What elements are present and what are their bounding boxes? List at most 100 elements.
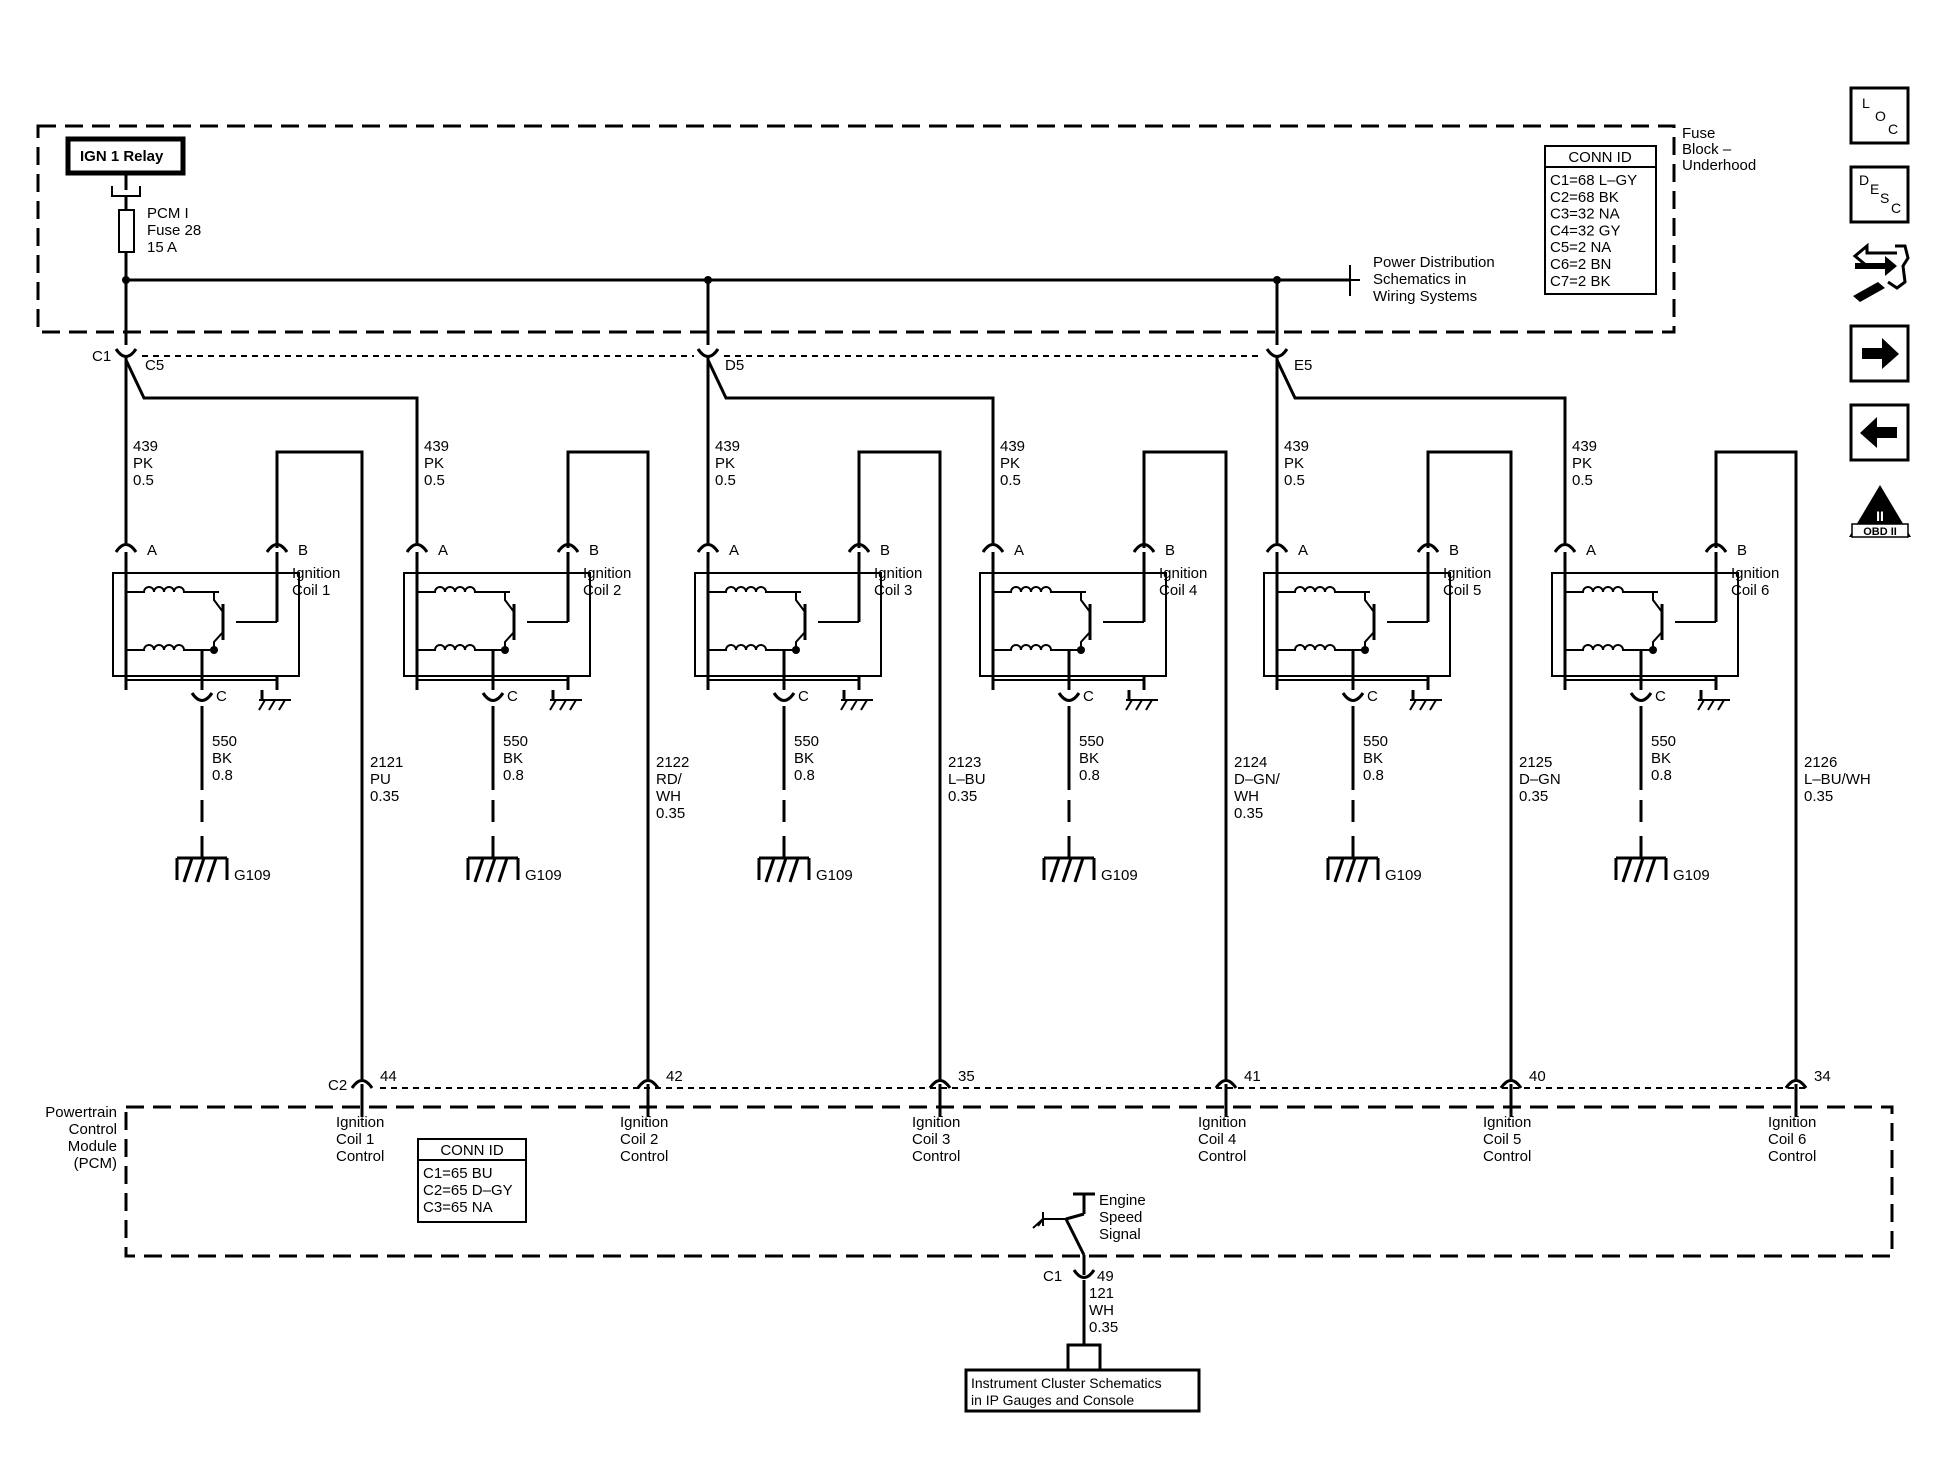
fuse-conn-id-row-7: C7=2 BK — [1550, 273, 1610, 290]
coil-4-feed-wire-label-2: PK — [1000, 455, 1020, 472]
coil-2-feed-wire-label-3: 0.5 — [424, 472, 445, 489]
fuse-label-line-3: 15 A — [147, 239, 177, 256]
coil-4-pin-b: B — [1165, 542, 1175, 559]
coil-6-ground-label: G109 — [1673, 867, 1710, 884]
engine-speed-line-3: Signal — [1099, 1226, 1141, 1243]
power-dist-line-1: Power Distribution — [1373, 254, 1495, 271]
coil-1-feed-wire-label-3: 0.5 — [133, 472, 154, 489]
coil-4-pin-c: C — [1083, 688, 1094, 705]
coil-3-pcm-label-1: Ignition — [912, 1114, 960, 1131]
coil-1-pin-a: A — [147, 542, 157, 559]
pcm-out-connector: C1 — [1043, 1268, 1062, 1285]
diagnostic-icon[interactable] — [1852, 242, 1910, 302]
coil-4-ground-wire-label-2: BK — [1079, 750, 1099, 767]
coil-5-feed-wire-label-1: 439 — [1284, 438, 1309, 455]
coil-5-ground-label: G109 — [1385, 867, 1422, 884]
coil-6-pcm-label-1: Ignition — [1768, 1114, 1816, 1131]
coil-5-control-wire-label-2: D–GN — [1519, 771, 1561, 788]
svg-text:E: E — [1870, 181, 1879, 197]
coil-1-pcm-label-2: Coil 1 — [336, 1131, 374, 1148]
coil-5-body — [1263, 572, 1451, 677]
pcm-conn-id-row-3: C3=65 NA — [423, 1199, 493, 1216]
engine-speed-line-2: Speed — [1099, 1209, 1142, 1226]
loc-icon[interactable]: L O C — [1849, 86, 1910, 145]
coil-2-name-2: Coil 2 — [583, 582, 621, 599]
coil-6-feed-wire-label-1: 439 — [1572, 438, 1597, 455]
fuse-conn-id-row-1: C1=68 L–GY — [1550, 172, 1637, 189]
coil-1-ground-wire-label-3: 0.8 — [212, 767, 233, 784]
coil-4-name-2: Coil 4 — [1159, 582, 1197, 599]
coil-2-ground-wire-label-3: 0.8 — [503, 767, 524, 784]
coil-4-control-wire-label-3: WH — [1234, 788, 1259, 805]
coil-3-control-wire-label-2: L–BU — [948, 771, 986, 788]
coil-6-control-wire-label-3: 0.35 — [1804, 788, 1833, 805]
coil-4-ground-label: G109 — [1101, 867, 1138, 884]
coil-1-feed-wire-label-2: PK — [133, 455, 153, 472]
engine-speed-switch — [1032, 1192, 1095, 1275]
coil-6-body — [1551, 572, 1739, 677]
coil-1-pin-b: B — [298, 542, 308, 559]
coil-3-ground-label: G109 — [816, 867, 853, 884]
svg-text:S: S — [1880, 190, 1889, 206]
coil-3-pin-c: C — [798, 688, 809, 705]
coil-2-pin-b: B — [589, 542, 599, 559]
coil-5-pcm-label-1: Ignition — [1483, 1114, 1531, 1131]
coil-4-name-1: Ignition — [1159, 565, 1207, 582]
coil-2-pin-a: A — [438, 542, 448, 559]
pcm-title-3: Module — [68, 1138, 117, 1155]
prev-arrow-icon[interactable] — [1849, 403, 1910, 462]
coil-1-ground-wire-label-1: 550 — [212, 733, 237, 750]
coil-2-body — [403, 572, 591, 677]
instrument-cluster-box — [964, 1368, 1201, 1413]
coil-3-name-2: Coil 3 — [874, 582, 912, 599]
coil-2-control-wire-label-4: 0.35 — [656, 805, 685, 822]
coil-6-control-wire-label-1: 2126 — [1804, 754, 1837, 771]
coil-4-feed-wire-label-1: 439 — [1000, 438, 1025, 455]
coil-4-control-wire-label-4: 0.35 — [1234, 805, 1263, 822]
coil-6-ground-wire-label-2: BK — [1651, 750, 1671, 767]
coil-6-pin-c: C — [1655, 688, 1666, 705]
coil-3-feed-wire-label-2: PK — [715, 455, 735, 472]
coil-2-name-1: Ignition — [583, 565, 631, 582]
coil-2-ground-label: G109 — [525, 867, 562, 884]
coil-4-pcm-pin: 41 — [1244, 1068, 1261, 1085]
coil-2-pcm-label-3: Control — [620, 1148, 668, 1165]
coil-3-ground-wire-label-3: 0.8 — [794, 767, 815, 784]
coil-4-body — [979, 572, 1167, 677]
coil-5-ground-wire-label-1: 550 — [1363, 733, 1388, 750]
coil-2-control-wire-label-3: WH — [656, 788, 681, 805]
coil-3-pcm-label-2: Coil 3 — [912, 1131, 950, 1148]
coil-6-ground-wire-label-3: 0.8 — [1651, 767, 1672, 784]
obd-ii-icon[interactable]: II OBD II — [1849, 485, 1911, 538]
instrument-box-line-1: Instrument Cluster Schematics — [971, 1375, 1162, 1391]
fuse-conn-id-row-2: C2=68 BK — [1550, 189, 1619, 206]
pcm-out-wire-1: 121 — [1089, 1285, 1114, 1302]
coil-3-ground-wire-label-1: 550 — [794, 733, 819, 750]
pcm-conn-id-row-1: C1=65 BU — [423, 1165, 493, 1182]
coil-4-control-wire-label-1: 2124 — [1234, 754, 1267, 771]
pcm-out-wire-3: 0.35 — [1089, 1319, 1118, 1336]
connector-c1: C1 — [92, 348, 111, 365]
coil-4-ground-wire-label-1: 550 — [1079, 733, 1104, 750]
fuse-label-line-2: Fuse 28 — [147, 222, 201, 239]
pcm-title-4: (PCM) — [74, 1155, 117, 1172]
next-arrow-icon[interactable] — [1849, 324, 1910, 383]
coil-2-feed-wire-label-1: 439 — [424, 438, 449, 455]
coil-2-control-wire-label-1: 2122 — [656, 754, 689, 771]
coil-5-name-2: Coil 5 — [1443, 582, 1481, 599]
coil-3-pin-b: B — [880, 542, 890, 559]
pcm-title-1: Powertrain — [45, 1104, 117, 1121]
coil-6-ground-wire-label-1: 550 — [1651, 733, 1676, 750]
svg-text:L: L — [1862, 95, 1870, 111]
svg-text:C: C — [1891, 200, 1901, 216]
coil-4-pcm-label-3: Control — [1198, 1148, 1246, 1165]
coil-5-pcm-label-3: Control — [1483, 1148, 1531, 1165]
svg-text:D: D — [1859, 172, 1869, 188]
coil-5-feed-wire-label-2: PK — [1284, 455, 1304, 472]
coil-6-pcm-pin: 34 — [1814, 1068, 1831, 1085]
desc-icon[interactable]: D E S C — [1849, 165, 1910, 224]
